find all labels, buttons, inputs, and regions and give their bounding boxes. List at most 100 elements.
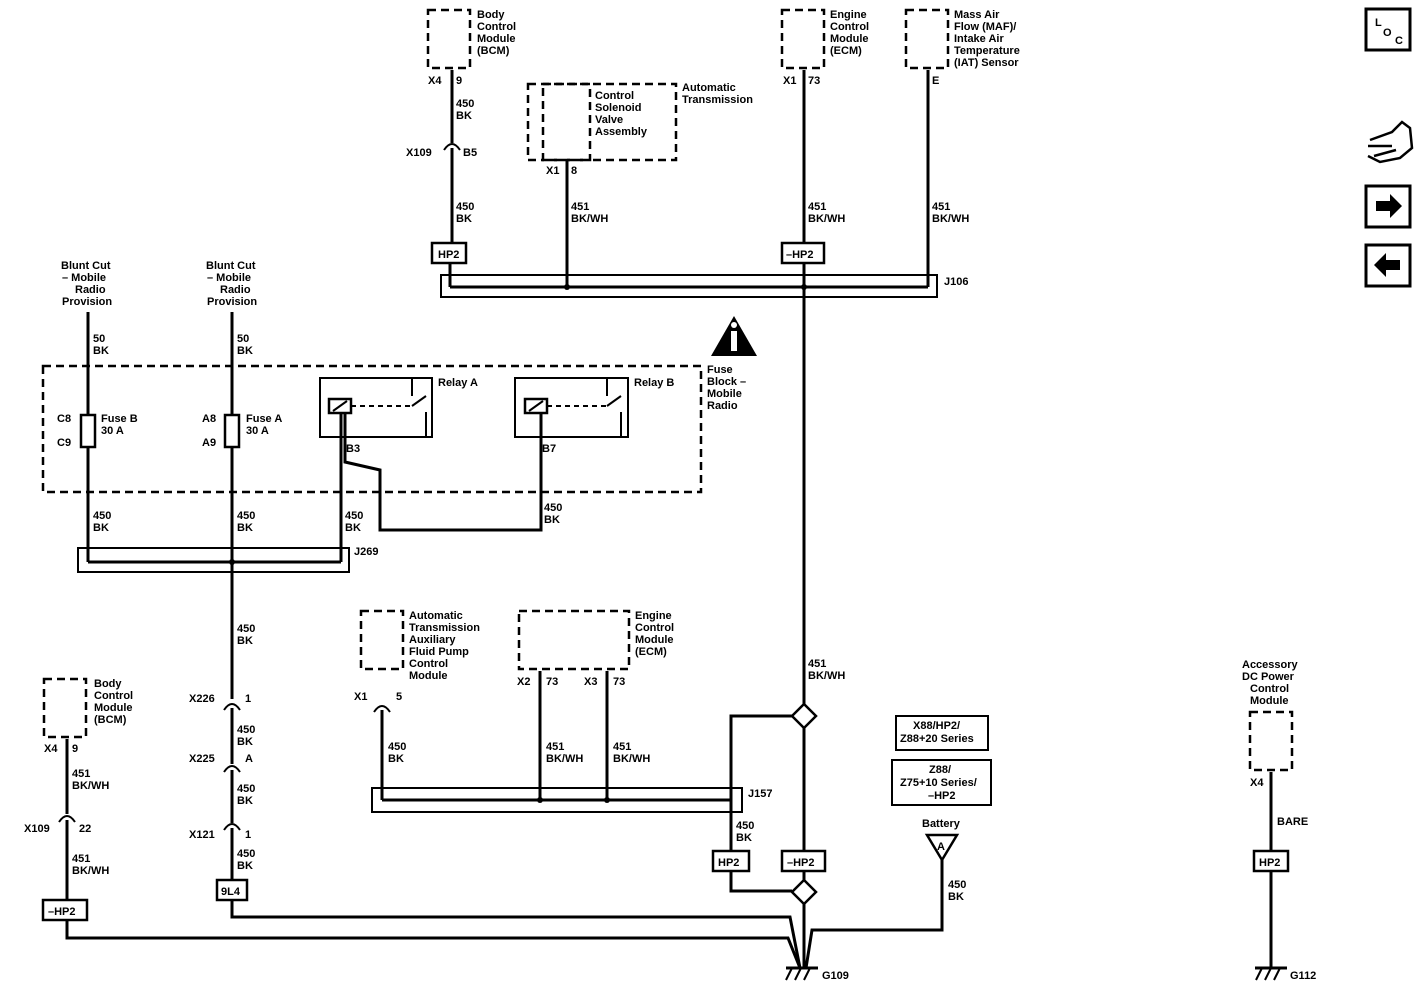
- connector-icon[interactable]: [1367, 120, 1414, 164]
- wire-label-color: BK: [237, 635, 253, 647]
- fuse-block-label-1: Fuse: [707, 364, 733, 376]
- connector-x109-top: X109 B5: [406, 143, 477, 159]
- control-solenoid-label-2: Solenoid: [595, 102, 641, 114]
- fuse-a-pin-top: A8: [202, 413, 216, 425]
- legend-a-line-2: Z88+20 Series: [900, 733, 974, 745]
- option-tag-9l4-text: 9L4: [221, 886, 241, 898]
- bcm-bottom-module: Body Control Module (BCM) X4 9: [42, 677, 133, 755]
- loc-c: C: [1395, 35, 1403, 47]
- atafp-pin: 5: [396, 691, 402, 703]
- wire-label-color: BK/WH: [613, 753, 650, 765]
- wire-label-circuit: 450: [948, 879, 966, 891]
- splice-j157: J157: [371, 787, 772, 813]
- connector-x226: X226 1: [189, 693, 251, 711]
- bcm-bottom-label-1: Body: [94, 678, 122, 690]
- connector-x109-top-name: X109: [406, 147, 432, 159]
- wire-label-circuit: 450: [388, 741, 406, 753]
- wire-label-color: BK: [237, 345, 253, 357]
- wire-label-color: BK/WH: [72, 865, 109, 877]
- control-solenoid-pin: 8: [571, 165, 577, 177]
- maf-label-4: Temperature: [954, 45, 1020, 57]
- legend-b-line-3: –HP2: [928, 790, 956, 802]
- next-arrow-icon[interactable]: [1364, 184, 1412, 229]
- wire-label-circuit: 450: [237, 724, 255, 736]
- atafp-connector: X1: [354, 691, 367, 703]
- control-solenoid-label-1: Control: [595, 90, 634, 102]
- prev-arrow-icon[interactable]: [1364, 243, 1412, 288]
- wire-label-circuit: 451: [72, 768, 90, 780]
- atafp-label-6: Module: [409, 670, 448, 682]
- relay-a-label: Relay A: [438, 377, 478, 389]
- wire-label-color: BK/WH: [72, 780, 109, 792]
- info-icon[interactable]: [711, 316, 757, 356]
- battery: Battery A: [922, 818, 961, 863]
- wire-label-color: BK: [388, 753, 404, 765]
- connector-x225-name: X225: [189, 753, 215, 765]
- blunt-left-label-4: Provision: [62, 296, 112, 308]
- wire-label-circuit: 450: [237, 783, 255, 795]
- bcm-top-label-2: Control: [477, 21, 516, 33]
- loc-o: O: [1383, 27, 1392, 39]
- acc-dc-label-2: DC Power: [1242, 671, 1295, 683]
- connector-x109-top-pin: B5: [463, 147, 477, 159]
- control-solenoid-connector: X1: [546, 165, 559, 177]
- maf-label-3: Intake Air: [954, 33, 1004, 45]
- legend-box-b: Z88/ Z75+10 Series/ –HP2: [891, 759, 992, 806]
- ecm-top-label-2: Control: [830, 21, 869, 33]
- ecm-mid-label-4: (ECM): [635, 646, 667, 658]
- fuse-b-label-2: 30 A: [101, 425, 124, 437]
- wire-label-color: BK/WH: [571, 213, 608, 225]
- blunt-right-label-3: Radio: [220, 284, 251, 296]
- fuse-b-pin-bottom: C9: [57, 437, 71, 449]
- wire-label-color: BK: [93, 522, 109, 534]
- fuse-a-label-2: 30 A: [246, 425, 269, 437]
- loc-icon[interactable]: L O C: [1364, 7, 1412, 52]
- connector-x225: X225 A: [189, 753, 253, 773]
- control-solenoid-label-3: Valve: [595, 114, 623, 126]
- splice-j269-label: J269: [354, 546, 378, 558]
- wire-label-color: BK: [456, 213, 472, 225]
- atafp-label-5: Control: [409, 658, 448, 670]
- relay-b-label: Relay B: [634, 377, 674, 389]
- ecm-mid-label-3: Module: [635, 634, 674, 646]
- ecm-top-pin: 73: [808, 75, 820, 87]
- ecm-top-label-4: (ECM): [830, 45, 862, 57]
- control-solenoid-module: Control Solenoid Valve Assembly Automati…: [526, 82, 753, 177]
- bcm-top-pin: 9: [456, 75, 462, 87]
- legend-a-line-1: X88/HP2/: [913, 720, 960, 732]
- option-tag-not-hp2-ecm-text: –HP2: [787, 857, 815, 869]
- ground-g112: G112: [1255, 966, 1316, 982]
- wire-label-color: BK: [237, 522, 253, 534]
- wire-label-color: BK: [237, 860, 253, 872]
- splice-j106-label: J106: [944, 276, 968, 288]
- wire-label-circuit: 450: [237, 510, 255, 522]
- connector-x121: X121 1: [189, 823, 251, 841]
- wire-label-color: BK: [948, 891, 964, 903]
- maf-label-1: Mass Air: [954, 9, 1000, 21]
- maf-sensor: Mass Air Flow (MAF)/ Intake Air Temperat…: [904, 8, 1020, 87]
- ecm-mid-pin-b: 73: [613, 676, 625, 688]
- maf-label-2: Flow (MAF)/: [954, 21, 1016, 33]
- wire-label-color: BK/WH: [808, 670, 845, 682]
- bcm-top-module: Body Control Module (BCM) X4 9: [426, 8, 516, 87]
- ecm-top-connector: X1: [783, 75, 796, 87]
- ground-g109-label: G109: [822, 970, 849, 982]
- connector-x226-pin: 1: [245, 693, 251, 705]
- fuse-a: Fuse A 30 A A8 A9: [202, 413, 282, 449]
- option-tag-hp2-acc-text: HP2: [1259, 857, 1280, 869]
- fuse-a-pin-bottom: A9: [202, 437, 216, 449]
- wire-label-circuit: 450: [93, 510, 111, 522]
- ecm-mid-conn-a: X2: [517, 676, 530, 688]
- fuse-block-label-4: Radio: [707, 400, 738, 412]
- bcm-top-label-3: Module: [477, 33, 516, 45]
- atafp-label-1: Automatic: [409, 610, 463, 622]
- wire-label-circuit: 451: [932, 201, 950, 213]
- option-tag-not-hp2-text: –HP2: [786, 249, 814, 261]
- wire-label-color: BK: [544, 514, 560, 526]
- loc-l: L: [1375, 17, 1382, 29]
- aux-fluid-pump-module: Automatic Transmission Auxiliary Fluid P…: [354, 609, 480, 703]
- wire-label-color: BK: [345, 522, 361, 534]
- legend-b-line-2: Z75+10 Series/: [900, 777, 977, 789]
- wire-label-color: BK/WH: [932, 213, 969, 225]
